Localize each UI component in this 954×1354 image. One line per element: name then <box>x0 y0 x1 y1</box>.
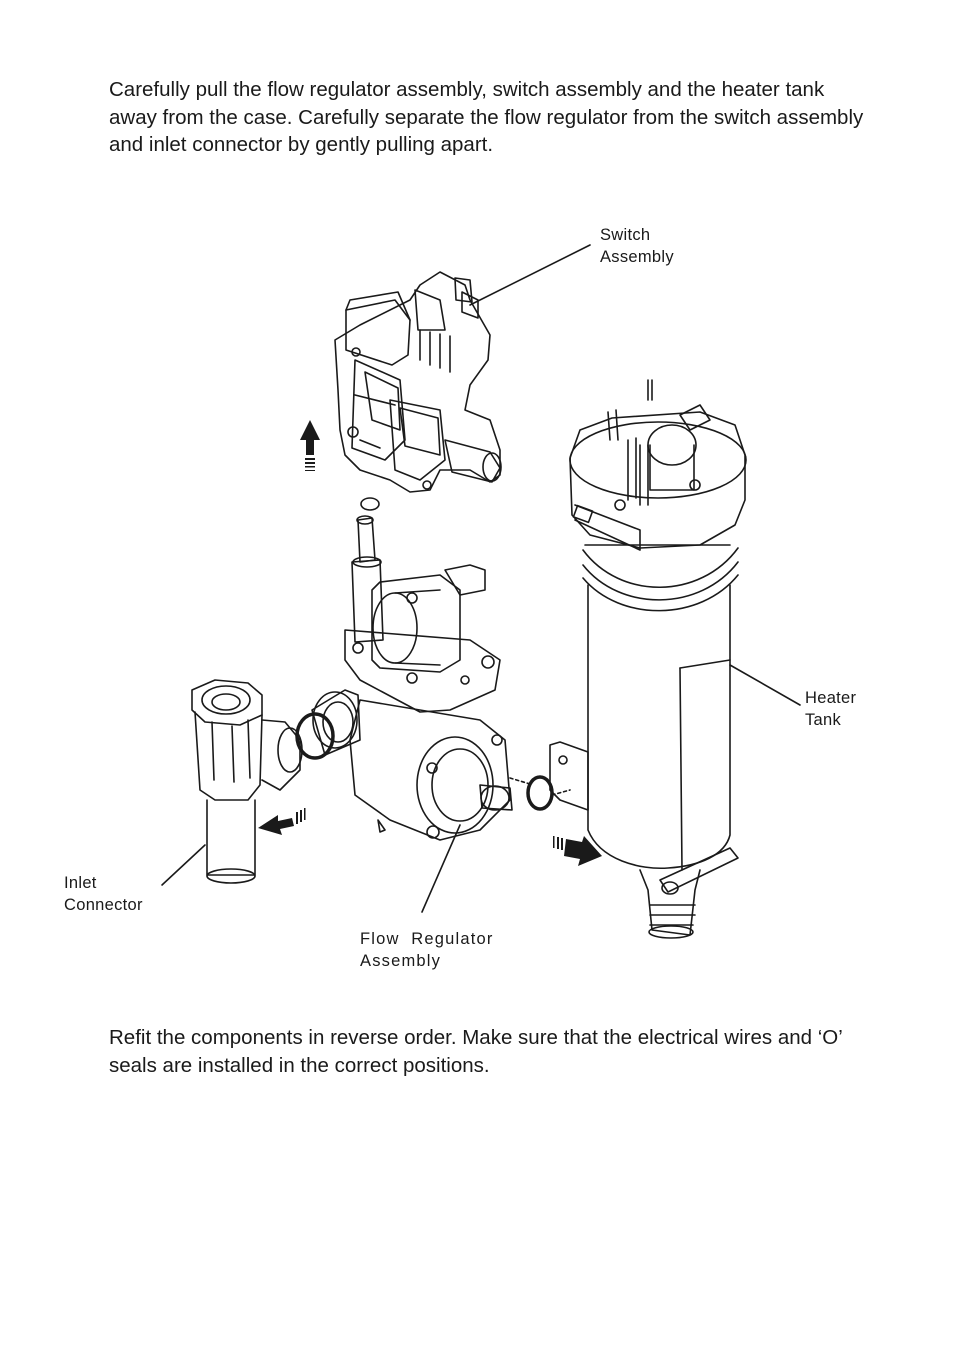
flow-regulator-leader <box>421 824 461 913</box>
inlet-connector-drawing <box>191 679 303 884</box>
intro-line: Carefully pull the flow regulator assemb… <box>109 78 825 101</box>
switch-assembly-drawing <box>334 271 502 493</box>
heater-tank-label: Heater Tank <box>805 687 856 731</box>
refit-paragraph: Refit the components in reverse order. M… <box>109 1024 899 1079</box>
flow-regulator-assembly-label: Flow Regulator Assembly <box>360 928 494 972</box>
refit-line: Refit the components in reverse order. M… <box>109 1026 843 1049</box>
label-line: Flow Regulator <box>360 930 494 948</box>
heater-tank-drawing <box>549 379 747 939</box>
label-line: Inlet <box>64 874 97 892</box>
label-line: Tank <box>805 711 842 729</box>
o-ring-heater <box>526 775 554 811</box>
heater-tank-leader <box>729 664 801 706</box>
refit-line: seals are installed in the correct posit… <box>109 1053 490 1077</box>
intro-line: away from the case. Carefully separate t… <box>109 105 864 129</box>
o-ring-small <box>360 497 380 511</box>
switch-assembly-label: Switch Assembly <box>600 224 674 268</box>
flow-regulator-drawing <box>311 515 513 841</box>
inlet-connector-label: Inlet Connector <box>64 872 143 916</box>
arrow-right-icon <box>553 836 602 866</box>
intro-paragraph: Carefully pull the flow regulator assemb… <box>109 76 899 159</box>
arrow-up-icon <box>300 420 320 471</box>
label-line: Connector <box>64 896 143 914</box>
alignment-line <box>509 777 531 785</box>
switch-assembly-leader <box>469 244 591 306</box>
label-line: Switch <box>600 226 651 244</box>
intro-line: and inlet connector by gently pulling ap… <box>109 133 494 156</box>
inlet-connector-leader <box>161 844 206 886</box>
label-line: Assembly <box>360 952 442 970</box>
label-line: Heater <box>805 689 857 707</box>
label-line: Assembly <box>600 248 674 266</box>
arrow-left-icon <box>258 808 306 835</box>
